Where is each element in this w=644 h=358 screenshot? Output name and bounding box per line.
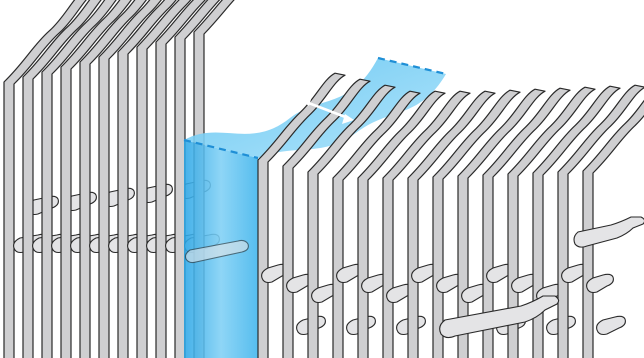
louver-tab <box>597 316 626 334</box>
